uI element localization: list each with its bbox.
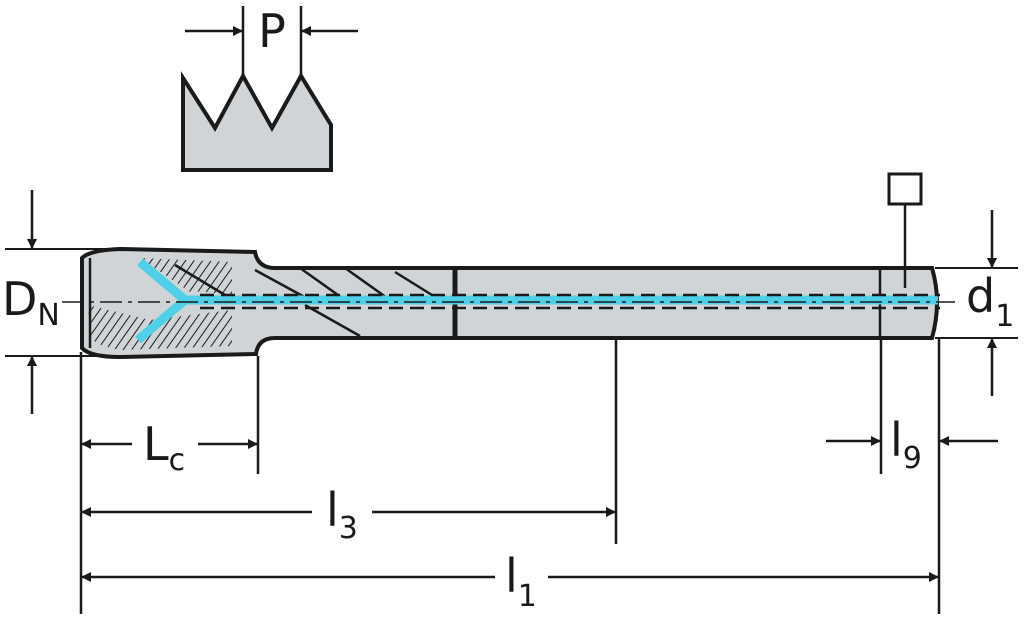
- coolant-channel-branch: [135, 296, 188, 344]
- d1-label: d1: [966, 269, 1014, 334]
- chamfer-hatch-bottom: [88, 305, 232, 350]
- dimension-dn: DN: [2, 190, 120, 414]
- dimension-lg: l9: [826, 413, 998, 476]
- square-callout: [887, 172, 923, 288]
- l1-label: l1: [505, 549, 537, 614]
- dimension-lc: Lc: [81, 417, 258, 478]
- pitch-label: P: [258, 4, 286, 58]
- flute-lines: [88, 258, 441, 348]
- square-symbol: [887, 172, 923, 206]
- dimension-l3: l3: [81, 483, 616, 546]
- thread-profile-detail: P: [181, 4, 358, 172]
- dimension-l1: l1: [81, 549, 939, 614]
- coolant-channels: [135, 258, 940, 344]
- lc-label: Lc: [143, 417, 185, 478]
- thread-profile: [181, 71, 333, 172]
- extension-lines: [79, 338, 941, 614]
- dn-label: DN: [2, 272, 60, 333]
- l3-label: l3: [326, 483, 358, 546]
- lg-label: l9: [890, 413, 922, 476]
- dimension-d1: d1: [935, 210, 1018, 396]
